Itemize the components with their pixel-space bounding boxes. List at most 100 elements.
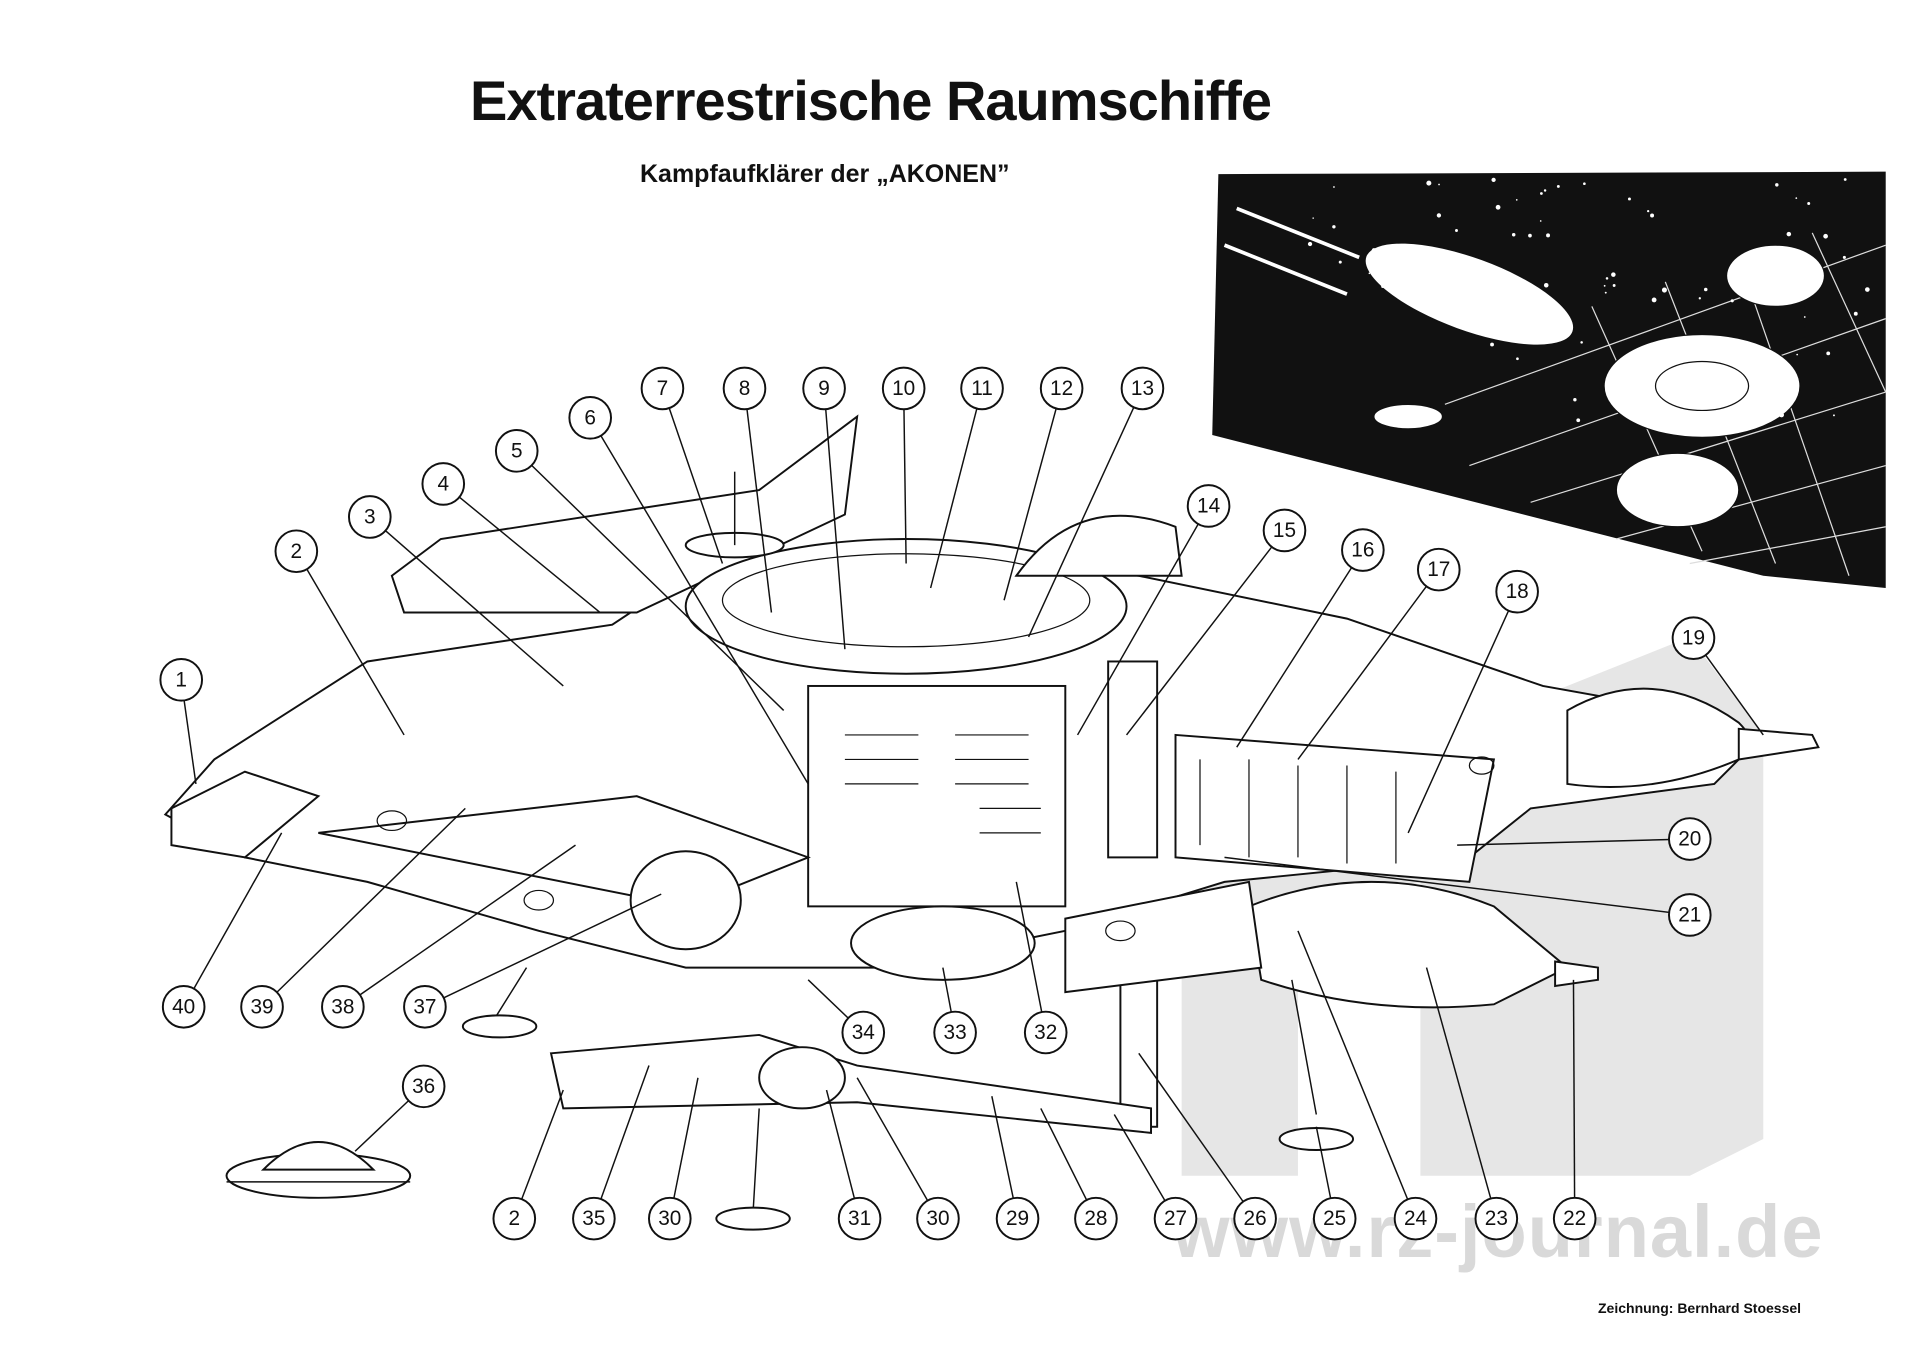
star xyxy=(1511,233,1516,237)
star xyxy=(1495,204,1501,210)
callout-number: 26 xyxy=(1244,1207,1267,1230)
star xyxy=(1546,233,1551,238)
star xyxy=(1738,396,1741,399)
callout-circle xyxy=(1393,1196,1438,1241)
star xyxy=(1307,241,1313,247)
callout-number: 38 xyxy=(331,995,354,1018)
callout-number: 21 xyxy=(1678,903,1701,926)
star xyxy=(1338,260,1342,264)
leader-line xyxy=(593,1065,650,1219)
leader-line xyxy=(929,388,983,589)
leader-lines xyxy=(180,388,1764,1220)
leader-line xyxy=(442,483,601,614)
star xyxy=(1381,284,1385,289)
callout-circle xyxy=(1153,1196,1198,1241)
star xyxy=(1833,414,1835,417)
callout-15: 15 xyxy=(1262,508,1307,553)
callout-circle xyxy=(274,529,319,574)
callout-1: 1 xyxy=(159,658,204,702)
drawing-credit: Zeichnung: Bernhard Stoessel xyxy=(1598,1300,1802,1316)
callout-19: 19 xyxy=(1671,616,1716,661)
callout-circle xyxy=(1416,547,1461,592)
callout-12: 12 xyxy=(1039,366,1084,411)
leader-line xyxy=(1138,1052,1256,1220)
scout-craft xyxy=(225,1141,412,1199)
star xyxy=(1515,284,1519,287)
callout-number: 39 xyxy=(250,995,273,1018)
star xyxy=(1703,287,1708,292)
leader-line xyxy=(856,1077,939,1219)
callout-number: 24 xyxy=(1404,1207,1427,1230)
star xyxy=(1516,357,1519,361)
callout-18: 18 xyxy=(1495,569,1539,614)
star xyxy=(1826,351,1831,356)
callout-circle xyxy=(348,495,392,539)
callout-30: 30 xyxy=(648,1196,692,1241)
callout-circle xyxy=(1312,1196,1357,1241)
star xyxy=(1681,346,1686,351)
callout-circle xyxy=(401,1064,446,1109)
callout-38: 38 xyxy=(321,984,365,1029)
star xyxy=(1344,251,1347,254)
callout-26: 26 xyxy=(1233,1196,1277,1241)
star xyxy=(1853,311,1858,316)
leader-line xyxy=(369,516,564,687)
callout-number: 14 xyxy=(1197,494,1220,517)
callout-number: 15 xyxy=(1273,519,1296,542)
callout-30: 30 xyxy=(916,1196,960,1241)
leader-line xyxy=(823,388,846,650)
star xyxy=(1651,297,1657,303)
callout-circle xyxy=(1671,616,1716,661)
star xyxy=(1426,180,1432,186)
star xyxy=(1368,272,1371,275)
callout-circle xyxy=(568,396,613,440)
star xyxy=(1515,199,1518,201)
callout-circle xyxy=(995,1196,1040,1241)
callout-number: 27 xyxy=(1164,1207,1187,1230)
leader-line xyxy=(1015,881,1047,1033)
leader-line xyxy=(295,550,405,736)
callout-3: 3 xyxy=(348,495,392,539)
leader-line xyxy=(1425,967,1498,1219)
leader-line xyxy=(261,807,466,1008)
star xyxy=(1611,272,1616,277)
callout-circle xyxy=(321,984,365,1029)
leader-line xyxy=(342,844,576,1008)
callout-circle xyxy=(421,462,466,506)
callout-number: 40 xyxy=(172,995,195,1018)
callout-number: 16 xyxy=(1351,539,1374,562)
leader-line xyxy=(743,388,773,613)
callout-circle xyxy=(1495,569,1539,614)
callout-number: 18 xyxy=(1506,580,1529,603)
callout-circle xyxy=(240,984,284,1029)
callout-circle xyxy=(1668,817,1712,861)
callout-35: 35 xyxy=(572,1196,616,1241)
callout-number: 19 xyxy=(1682,627,1705,650)
callout-37: 37 xyxy=(403,984,447,1029)
callout-31: 31 xyxy=(837,1196,882,1241)
callout-circle xyxy=(1074,1196,1118,1241)
callout-2: 2 xyxy=(492,1196,537,1241)
star xyxy=(1865,287,1870,292)
star xyxy=(1540,192,1543,195)
callout-32: 32 xyxy=(1023,1010,1068,1055)
callout-number: 30 xyxy=(658,1207,681,1230)
callout-number: 37 xyxy=(413,995,436,1018)
callout-circle xyxy=(1474,1196,1519,1241)
callout-27: 27 xyxy=(1153,1196,1198,1241)
star xyxy=(1332,225,1336,229)
inset-space-scene xyxy=(1212,171,1887,588)
callout-29: 29 xyxy=(995,1196,1040,1241)
callout-number: 30 xyxy=(926,1207,949,1230)
callout-number: 7 xyxy=(657,377,669,400)
callout-23: 23 xyxy=(1474,1196,1519,1241)
callout-circle xyxy=(916,1196,960,1241)
star xyxy=(1605,277,1609,280)
star xyxy=(1543,189,1547,192)
star xyxy=(1451,262,1454,265)
callout-number: 9 xyxy=(818,377,830,400)
star xyxy=(1803,316,1806,318)
callout-13: 13 xyxy=(1120,366,1165,411)
star xyxy=(1541,314,1544,317)
callout-circle xyxy=(572,1196,616,1241)
